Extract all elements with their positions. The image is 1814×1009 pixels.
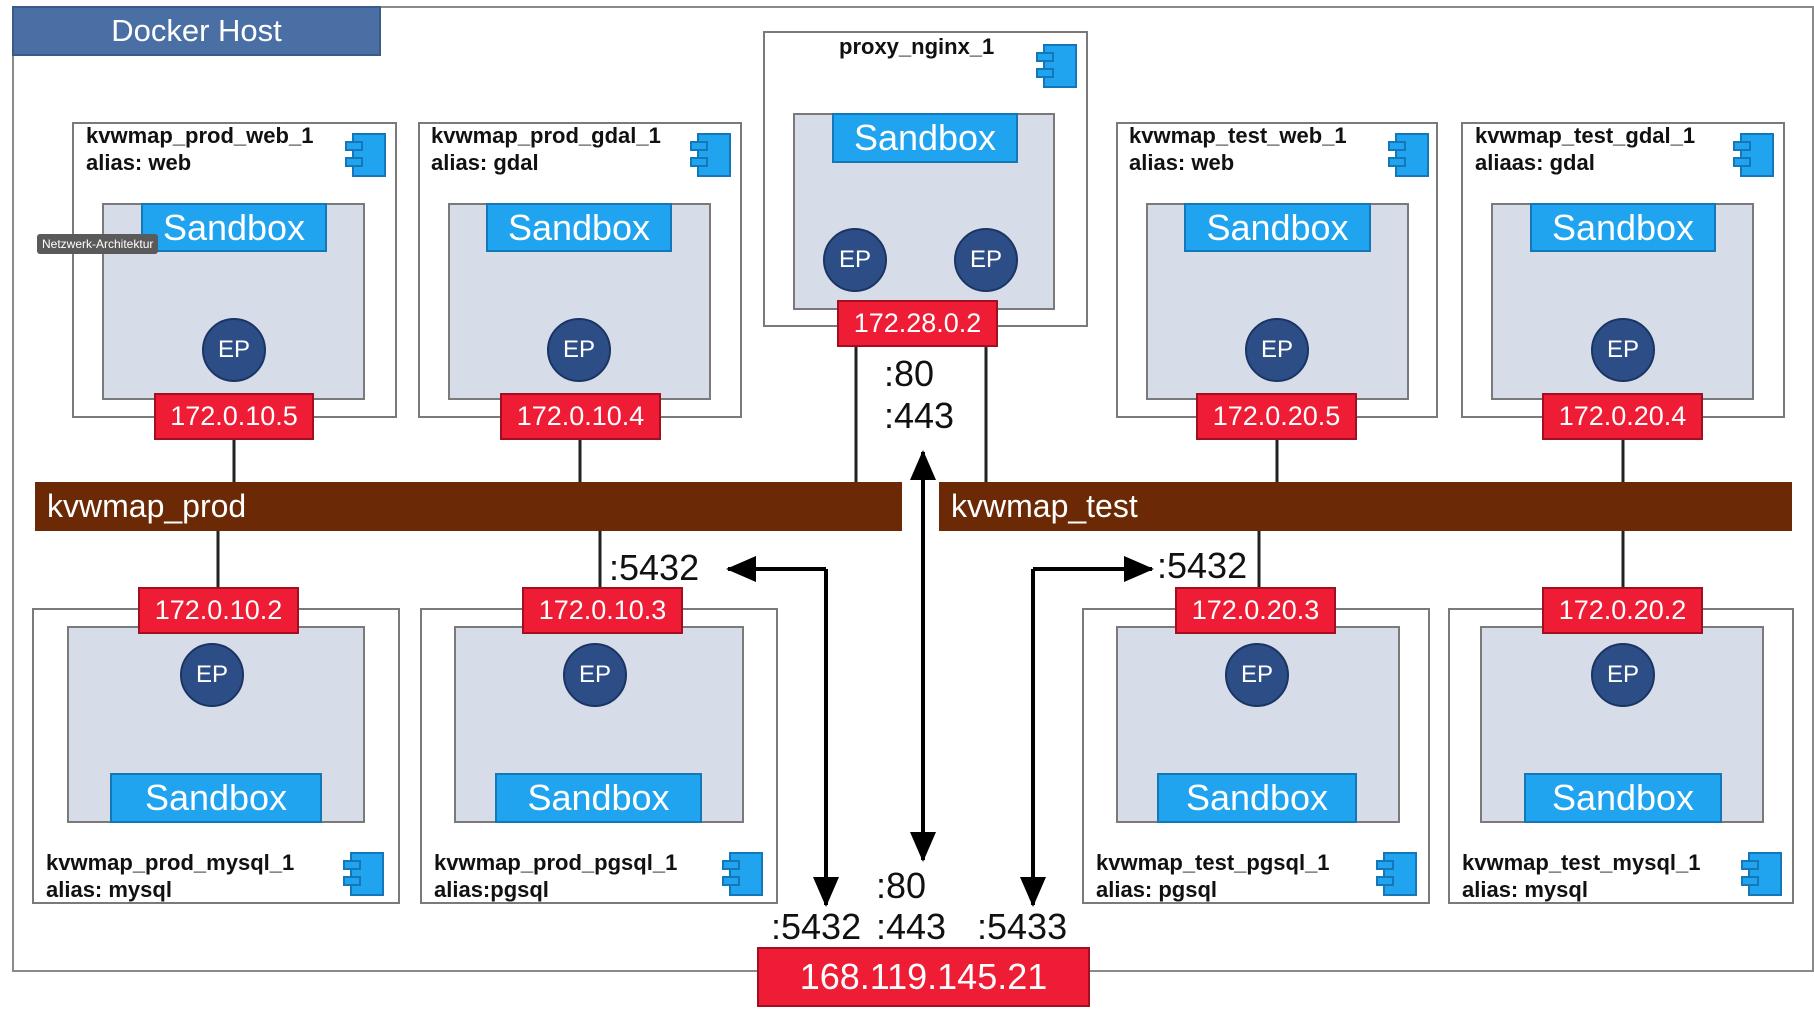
endpoint-prod-pgsql: EP — [563, 643, 627, 707]
endpoint-prod-mysql: EP — [180, 643, 244, 707]
sandbox-test-web: Sandbox — [1184, 203, 1371, 252]
container-alias-prod-mysql: alias: mysql — [46, 877, 172, 902]
port-label-ext-443: :443 — [876, 906, 947, 947]
sandbox-prod-pgsql: Sandbox — [495, 773, 702, 823]
port-label-test-5432: :5432 — [1157, 545, 1248, 586]
endpoint-test-mysql: EP — [1591, 643, 1655, 707]
container-name-test-mysql: kvwmap_test_mysql_1 — [1462, 850, 1701, 875]
component-icon — [345, 133, 386, 177]
ip-badge-prod-pgsql: 172.0.10.3 — [522, 587, 683, 634]
ip-badge-prod-mysql: 172.0.10.2 — [138, 587, 299, 634]
container-alias-test-mysql: alias: mysql — [1462, 877, 1588, 902]
container-name-prod-mysql: kvwmap_prod_mysql_1 — [46, 850, 295, 875]
sandbox-test-mysql: Sandbox — [1524, 773, 1722, 823]
port-label-proxy-80: :80 — [884, 353, 935, 394]
docker-host-label: Docker Host — [12, 6, 381, 56]
container-alias-prod-pgsql: alias:pgsql — [434, 877, 549, 902]
network-bar-prod: kvwmap_prod — [35, 482, 902, 531]
endpoint-test-pgsql: EP — [1225, 643, 1289, 707]
ip-badge-test-gdal: 172.0.20.4 — [1542, 393, 1703, 440]
container-alias-prod-gdal: alias: gdal — [431, 150, 539, 175]
ip-badge-proxy: 172.28.0.2 — [837, 300, 998, 347]
network-bar-test: kvwmap_test — [939, 482, 1792, 531]
port-label-ext-5432: :5432 — [771, 906, 862, 947]
sandbox-prod-mysql: Sandbox — [110, 773, 322, 823]
container-name-test-pgsql: kvwmap_test_pgsql_1 — [1096, 850, 1330, 875]
container-alias-test-gdal: aliaas: gdal — [1475, 150, 1595, 175]
container-name-prod-pgsql: kvwmap_prod_pgsql_1 — [434, 850, 678, 875]
component-icon — [690, 133, 731, 177]
component-icon — [343, 852, 384, 896]
sandbox-prod-web: Sandbox — [141, 203, 327, 252]
component-icon — [1733, 133, 1774, 177]
port-label-ext-80: :80 — [876, 865, 927, 906]
endpoint-prod-web: EP — [202, 318, 266, 382]
sandbox-proxy: Sandbox — [832, 113, 1018, 163]
endpoint-proxy-prod: EP — [823, 228, 887, 292]
sandbox-test-gdal: Sandbox — [1530, 203, 1716, 252]
ip-badge-test-web: 172.0.20.5 — [1196, 393, 1357, 440]
tooltip: Netzwerk-Architektur — [37, 234, 159, 254]
ip-badge-prod-web: 172.0.10.5 — [154, 393, 314, 440]
container-alias-test-pgsql: alias: pgsql — [1096, 877, 1218, 902]
container-name-prod-gdal: kvwmap_prod_gdal_1 — [431, 123, 661, 148]
network-label-test: kvwmap_test — [951, 488, 1138, 524]
public-ip-badge: 168.119.145.21 — [757, 947, 1090, 1007]
component-icon — [1388, 133, 1429, 177]
sandbox-prod-gdal: Sandbox — [486, 203, 672, 252]
component-icon — [1376, 852, 1417, 896]
container-name-test-web: kvwmap_test_web_1 — [1129, 123, 1347, 148]
ip-badge-test-pgsql: 172.0.20.3 — [1175, 587, 1336, 634]
container-alias-prod-web: alias: web — [86, 150, 192, 175]
component-icon — [1741, 852, 1782, 896]
port-label-ext-5433: :5433 — [977, 906, 1068, 947]
network-label-prod: kvwmap_prod — [47, 488, 247, 524]
component-icon — [722, 852, 763, 896]
container-name-test-gdal: kvwmap_test_gdal_1 — [1475, 123, 1696, 148]
endpoint-prod-gdal: EP — [547, 318, 611, 382]
ip-badge-prod-gdal: 172.0.10.4 — [500, 393, 661, 440]
port-label-proxy-443: :443 — [884, 395, 955, 436]
endpoint-test-gdal: EP — [1591, 318, 1655, 382]
endpoint-test-web: EP — [1245, 318, 1309, 382]
component-icon — [1036, 44, 1077, 88]
endpoint-proxy-test: EP — [954, 228, 1018, 292]
ip-badge-test-mysql: 172.0.20.2 — [1542, 587, 1703, 634]
container-name-prod-web: kvwmap_prod_web_1 — [86, 123, 314, 148]
port-label-prod-5432: :5432 — [609, 547, 700, 588]
container-name-proxy: proxy_nginx_1 — [839, 34, 995, 59]
container-alias-test-web: alias: web — [1129, 150, 1235, 175]
sandbox-test-pgsql: Sandbox — [1157, 773, 1357, 823]
